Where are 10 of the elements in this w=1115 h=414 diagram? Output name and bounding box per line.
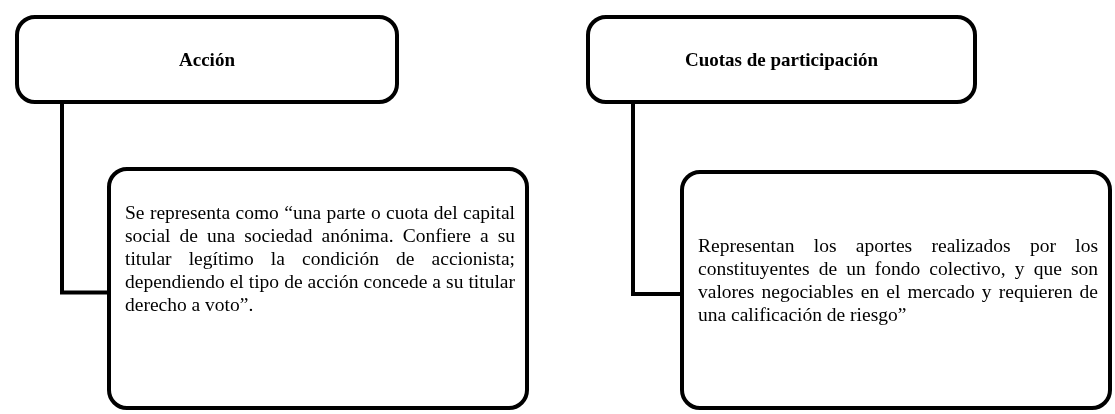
description-text: Representan los aportes realizados por los constituyentes de un fondo colectivo, y que son valores negociables en el mercado y requieren de una calificación de riesgo” [698,234,1098,326]
heading-text: Acción [179,48,235,71]
connector-line [631,104,680,296]
title-box [15,15,399,104]
description-text: Se representa como “una parte o cuota del capital social de una sociedad anónima. Confiere a su titular legítimo la condición de accionista; dependiendo el tipo de acción concede a su titular derecho a voto”. [125,201,515,316]
title-box [586,15,977,104]
description-box [680,170,1112,410]
description-box [107,167,529,410]
connector-line [60,104,107,295]
heading-text: Cuotas de participación [684,48,879,71]
